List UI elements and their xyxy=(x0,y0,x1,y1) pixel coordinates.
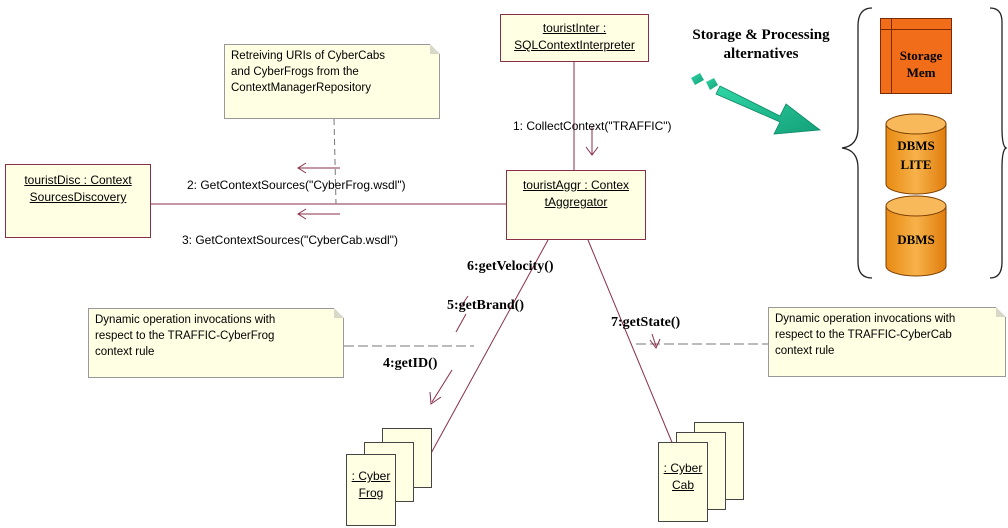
left-brace xyxy=(841,7,873,279)
dbms-lite-label-box: DBMS LITE xyxy=(886,136,946,178)
object-tourist-aggr-line2: tAggregator xyxy=(544,195,608,209)
note-retrieving: Retreiving URIs of CyberCabs and CyberFr… xyxy=(224,44,440,119)
cyber-frog-page-front xyxy=(346,454,396,526)
storage-mem-line2: Mem xyxy=(906,65,936,80)
cyber-cab-label-line2: Cab xyxy=(671,478,694,492)
storage-mem-label: Storage Mem xyxy=(891,47,951,81)
dbms-label: DBMS xyxy=(897,232,935,247)
note-retrieving-line3: ContextManagerRepository xyxy=(231,82,371,94)
teal-arrow xyxy=(691,73,822,135)
message-6: 6:getVelocity() xyxy=(467,259,554,274)
note-frog-rule: Dynamic operation invocations with respe… xyxy=(88,308,344,378)
storage-title: Storage & Processing alternatives xyxy=(668,26,854,64)
dbms-lite-cylinder xyxy=(885,113,947,195)
message-7: 7:getState() xyxy=(611,315,681,330)
message-3: 3: GetContextSources("CyberCab.wsdl") xyxy=(182,233,398,247)
object-tourist-disc-line2: SourcesDiscovery xyxy=(29,190,127,204)
arrow-m6 xyxy=(459,295,469,309)
note-anchor-retrieving xyxy=(333,118,337,205)
right-brace xyxy=(989,7,1008,279)
arrow-m5 xyxy=(455,313,467,333)
link-aggr-frog xyxy=(411,239,549,489)
object-tourist-disc-line1: touristDisc : Context xyxy=(24,173,132,187)
arrow-m4 xyxy=(429,369,453,405)
object-tourist-aggr[interactable]: touristAggr : Contex tAggregator xyxy=(506,170,646,240)
note-frog-rule-line2: respect to the TRAFFIC-CyberFrog xyxy=(95,330,275,342)
object-tourist-aggr-line1: touristAggr : Contex xyxy=(522,178,630,192)
object-tourist-inter-line2: SQLContextInterpreter xyxy=(514,38,635,52)
dbms-cylinder xyxy=(885,195,947,277)
note-retrieving-line2: and CyberFrogs from the xyxy=(231,66,359,78)
storage-title-line1: Storage & Processing xyxy=(692,27,830,43)
storage-title-line2: alternatives xyxy=(723,46,799,62)
message-4: 4:getID() xyxy=(383,356,438,371)
note-frog-rule-line3: context rule xyxy=(95,346,155,358)
cyber-frog-label: : Cyber Frog xyxy=(346,468,396,502)
link-aggr-cab xyxy=(587,239,677,453)
dbms-label-box: DBMS xyxy=(886,230,946,252)
note-frog-rule-line1: Dynamic operation invocations with xyxy=(95,314,276,326)
note-cab-rule-line2: respect to the TRAFFIC-CyberCab xyxy=(775,329,952,341)
storage-mem-line1: Storage xyxy=(899,48,943,63)
arrow-m1 xyxy=(585,126,599,156)
object-tourist-disc[interactable]: touristDisc : Context SourcesDiscovery xyxy=(5,164,151,238)
object-cyber-cab[interactable]: : Cyber Cab xyxy=(650,422,750,526)
note-cab-rule-line3: context rule xyxy=(775,345,835,357)
note-cab-rule: Dynamic operation invocations with respe… xyxy=(768,307,1006,377)
storage-mem-divider-h xyxy=(881,29,951,30)
arrow-m7 xyxy=(649,333,661,349)
cyber-cab-label: : Cyber Cab xyxy=(658,460,708,494)
object-tourist-inter-line1: touristInter : xyxy=(542,21,607,35)
storage-mem-box: Storage Mem xyxy=(880,18,952,94)
message-2: 2: GetContextSources("CyberFrog.wsdl") xyxy=(187,178,406,192)
note-retrieving-line1: Retreiving URIs of CyberCabs xyxy=(231,50,386,62)
note-cab-rule-line1: Dynamic operation invocations with xyxy=(775,313,956,325)
message-1: 1: CollectContext("TRAFFIC") xyxy=(513,119,672,133)
cyber-cab-label-line1: : Cyber xyxy=(663,461,703,475)
cyber-cab-page-front xyxy=(658,442,708,522)
dbms-lite-line1: DBMS xyxy=(897,138,935,153)
arrow-m3 xyxy=(297,208,340,220)
arrow-m2 xyxy=(297,162,340,174)
object-tourist-inter[interactable]: touristInter : SQLContextInterpreter xyxy=(500,14,649,62)
cyber-frog-label-line1: : Cyber xyxy=(351,469,391,483)
cyber-frog-label-line2: Frog xyxy=(358,486,384,500)
storage-mem-divider-v xyxy=(891,19,892,93)
object-cyber-frog[interactable]: : Cyber Frog xyxy=(346,428,446,528)
dbms-lite-line2: LITE xyxy=(900,157,932,172)
message-5: 5:getBrand() xyxy=(447,298,524,313)
